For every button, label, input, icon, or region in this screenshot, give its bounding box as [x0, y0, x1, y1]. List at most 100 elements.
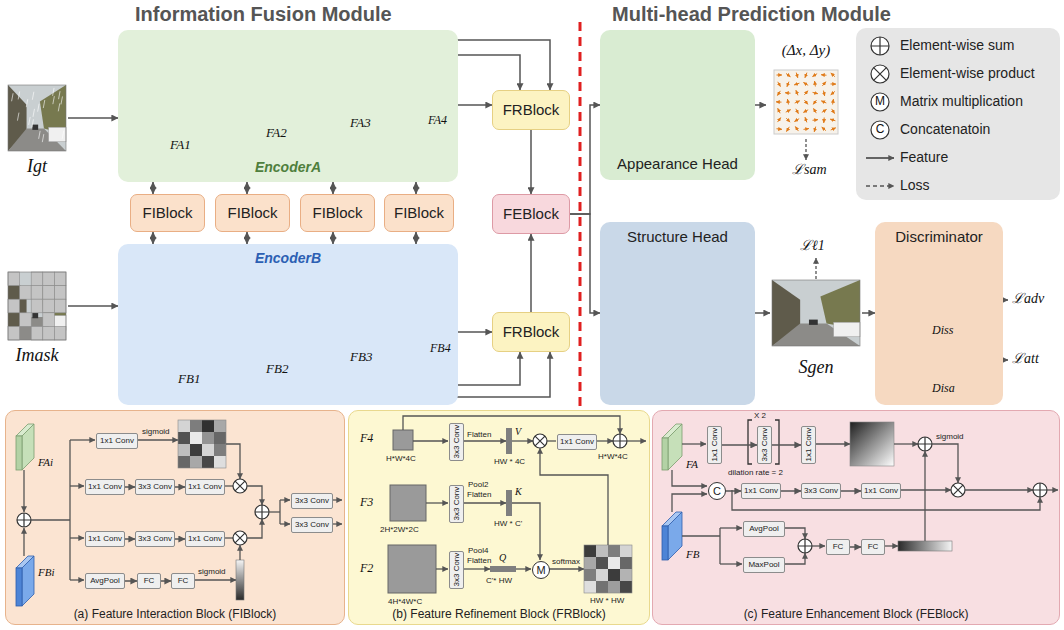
section-title: Information Fusion Module — [135, 3, 392, 26]
input-image: Imask — [6, 272, 68, 366]
drawing-part — [620, 545, 632, 557]
flow-arrow — [778, 118, 781, 123]
node-text: 1x1 Conv — [188, 482, 222, 491]
flow-arrow — [832, 109, 835, 114]
flow-arrow — [803, 110, 808, 113]
drawing-part — [233, 479, 247, 493]
drawing-part — [1033, 483, 1047, 497]
annotation: dilation rate = 2 — [728, 468, 783, 477]
flow-arrow — [822, 82, 826, 86]
layer-box: 3x3 Conv — [291, 493, 333, 509]
flow-arrow — [813, 100, 816, 104]
flow-arrow — [803, 82, 808, 85]
module-panel: Appearance Head — [600, 30, 755, 180]
annotation: HW * C' — [494, 519, 522, 528]
node-text: 1x1 Conv — [560, 437, 594, 446]
drawing-part — [53, 96, 55, 104]
drawing-part — [178, 420, 226, 468]
node-text: C — [713, 485, 721, 498]
annotation: Pool4 — [468, 546, 488, 555]
drawing-part — [8, 272, 20, 286]
layer-box: 3x3 Conv — [449, 485, 464, 523]
flow-arrow — [786, 110, 791, 112]
node-text: 3x3 Conv — [452, 425, 461, 459]
drawing-part — [202, 432, 214, 444]
annotation: FB3 — [350, 350, 372, 365]
annotation: ℒatt — [1012, 351, 1039, 367]
sum-symbol — [613, 434, 627, 448]
sum-symbol — [871, 37, 889, 55]
flow-arrow — [805, 117, 807, 122]
legend-text: Concatenatoin — [900, 121, 990, 137]
drawing-part — [43, 272, 55, 286]
wire — [426, 502, 448, 503]
wire — [239, 545, 240, 560]
drawing-part — [32, 313, 38, 318]
wire — [23, 528, 24, 556]
drawing-part — [178, 444, 190, 456]
annotation: Flatten — [467, 430, 491, 439]
wire — [720, 563, 742, 564]
wire — [884, 545, 898, 546]
layer-box: AvgPool — [743, 521, 785, 537]
wire — [682, 535, 720, 536]
drawing-part — [53, 88, 55, 96]
drawing-part — [8, 272, 66, 340]
annotation: Disa — [932, 382, 955, 396]
wire — [332, 523, 342, 524]
section-title: Multi-head Prediction Module — [612, 3, 891, 26]
flow-arrow — [813, 92, 818, 93]
drawing-part — [12, 93, 14, 101]
connector — [862, 312, 875, 314]
connector — [458, 55, 520, 90]
flow-arrow — [786, 118, 790, 122]
drawing-part — [178, 420, 190, 432]
flow-field — [774, 70, 838, 134]
input-image: Sgen — [770, 280, 862, 378]
connector — [458, 352, 550, 397]
layer-box: 3x3 Conv — [135, 479, 175, 495]
loss-arrow — [815, 258, 816, 279]
annotation: V — [515, 426, 521, 438]
connector — [332, 182, 334, 194]
wire — [924, 451, 925, 541]
flow-arrow — [794, 83, 799, 85]
layer-box: 3x3 Conv — [801, 483, 841, 499]
drawing-part — [620, 557, 632, 569]
node-text: (a) Feature Interaction Block (FIBlock) — [74, 608, 277, 622]
drawing-part — [918, 437, 932, 451]
connector — [332, 232, 334, 244]
flow-arrow — [814, 108, 817, 113]
layer-box: FC — [826, 539, 850, 555]
flow-arrow — [785, 92, 790, 93]
flow-arrow — [786, 127, 789, 132]
input-image: Igt — [6, 85, 68, 177]
layer-box: FC — [861, 539, 885, 555]
layer-box: 1x1 Conv — [741, 483, 781, 499]
node-text: 1x1 Conv — [744, 486, 778, 495]
annotation: Q — [499, 552, 506, 564]
legend-text: Element-wise product — [900, 65, 1035, 81]
drawing-part — [255, 505, 269, 519]
drawing-part — [662, 438, 668, 470]
drawing-part — [29, 117, 31, 125]
connector — [458, 104, 492, 106]
node-text: FIBlock — [312, 204, 362, 221]
layer-box: 1x1 Conv — [707, 426, 722, 464]
flow-arrow — [823, 91, 824, 96]
layer-box: 1x1 Conv — [801, 426, 816, 464]
wire — [70, 579, 84, 580]
annotation: F2 — [360, 562, 373, 576]
layer-box: 3x3 Conv — [757, 426, 772, 464]
annotation: C — [871, 123, 889, 137]
drawing-part — [596, 545, 608, 557]
connector — [175, 486, 185, 488]
legend-text: Loss — [900, 177, 930, 193]
node-text: 1x1 Conv — [864, 486, 898, 495]
flow-arrow — [787, 99, 788, 104]
flow-arrow — [812, 74, 817, 77]
flow-arrow — [814, 81, 816, 86]
annotation: FBi — [38, 566, 55, 579]
annotation: FA1 — [170, 138, 191, 153]
annotation: FB1 — [178, 372, 200, 387]
